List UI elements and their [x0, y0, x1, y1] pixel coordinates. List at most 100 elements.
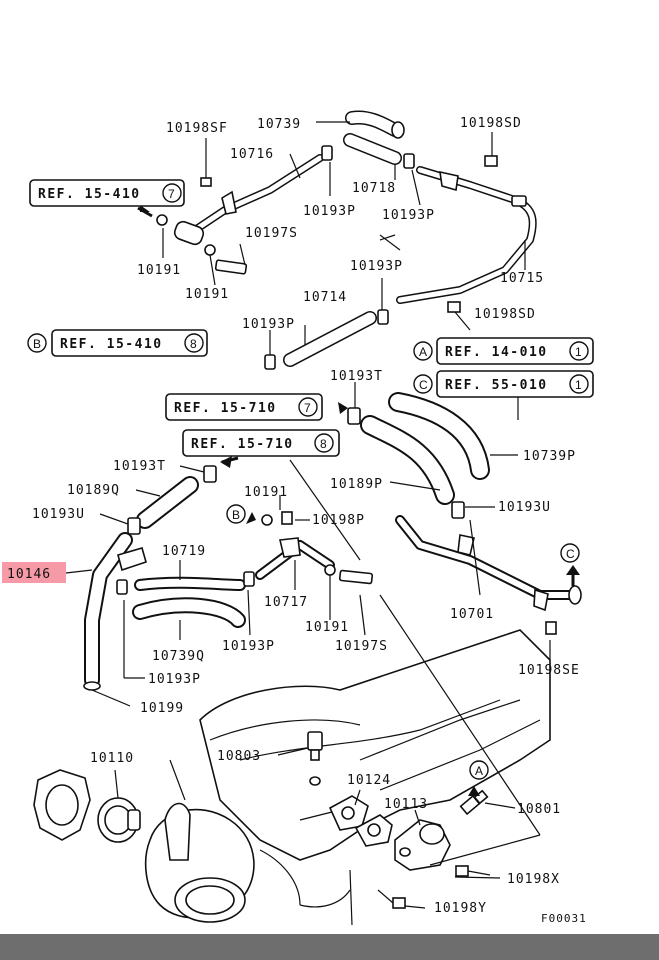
thermostat — [97, 797, 141, 843]
svg-text:A: A — [419, 345, 427, 359]
label-10803: 10803 — [217, 749, 261, 764]
svg-text:7: 7 — [304, 401, 311, 415]
label-10199: 10199 — [140, 701, 184, 716]
svg-text:1: 1 — [575, 345, 582, 359]
label-10198P: 10198P — [312, 513, 365, 528]
label-10801: 10801 — [517, 802, 561, 817]
pipe-10146 — [84, 532, 147, 688]
label-10197S-b: 10197S — [335, 639, 388, 654]
pipe-10716 — [173, 154, 324, 246]
figure-code: F00031 — [541, 912, 587, 925]
label-10189P: 10189P — [330, 477, 383, 492]
label-10191-c: 10191 — [244, 485, 288, 500]
label-10191-d: 10191 — [305, 620, 349, 635]
hose-10739Q — [132, 597, 246, 628]
temp-sensor — [307, 731, 323, 786]
label-10198SD: 10198SD — [474, 307, 536, 322]
label-10739P: 10739P — [523, 449, 576, 464]
bolt-10198P — [281, 511, 293, 525]
ref-box-15-410-8[interactable]: REF. 15-410 8 — [51, 329, 208, 357]
label-10193U-a: 10193U — [32, 507, 85, 522]
svg-text:7: 7 — [168, 187, 175, 201]
engine-block — [144, 629, 551, 926]
ref-box-15-710-8[interactable]: REF. 15-710 8 — [182, 429, 340, 457]
label-10189Q: 10189Q — [67, 483, 120, 498]
bolt-10198SE — [545, 621, 557, 635]
label-10718: 10718 — [352, 181, 396, 196]
svg-text:B: B — [33, 337, 41, 351]
svg-text:C: C — [566, 547, 575, 561]
svg-text:REF. 14-010: REF. 14-010 — [445, 345, 548, 360]
bolt-10197S — [338, 569, 374, 585]
marker-C-right: C — [560, 543, 580, 563]
arrow-icons — [137, 205, 580, 796]
gaskets — [328, 795, 393, 847]
label-10193P-b: 10193P — [382, 208, 435, 223]
label-10124: 10124 — [347, 773, 391, 788]
label-10197S-a: 10197S — [245, 226, 298, 241]
hose-10189Q — [136, 476, 199, 529]
svg-text:REF. 15-710: REF. 15-710 — [191, 437, 294, 452]
label-10714: 10714 — [303, 290, 347, 305]
label-10113: 10113 — [384, 797, 428, 812]
thermostat-housing — [33, 769, 91, 841]
hose-10714 — [283, 311, 377, 367]
label-10193P-e: 10193P — [222, 639, 275, 654]
highlighted-part-10146[interactable]: 10146 — [2, 562, 66, 583]
ref-box-15-710-7[interactable]: REF. 15-710 7 — [165, 393, 323, 421]
svg-text:C: C — [419, 378, 428, 392]
label-10739Q: 10739Q — [152, 649, 205, 664]
clamps — [83, 145, 465, 691]
hose-10739P — [360, 392, 490, 505]
label-10198SD-top: 10198SD — [460, 116, 522, 131]
svg-text:REF. 15-410: REF. 15-410 — [38, 187, 141, 202]
pipe-10701 — [395, 515, 582, 612]
svg-text:8: 8 — [320, 437, 327, 451]
parts-diagram: 10198SF 10739 10198SD 10716 10718 10193P… — [2, 110, 594, 926]
ref-box-55-010-1[interactable]: REF. 55-010 1 — [436, 370, 594, 398]
svg-text:1: 1 — [575, 378, 582, 392]
label-10110: 10110 — [90, 751, 134, 766]
label-10198X: 10198X — [507, 872, 560, 887]
label-10717: 10717 — [264, 595, 308, 610]
label-10198Y: 10198Y — [434, 901, 487, 916]
label-10191-a: 10191 — [137, 263, 181, 278]
label-10193U-b: 10193U — [498, 500, 551, 515]
label-10191-b: 10191 — [185, 287, 229, 302]
bolt-10198SF — [200, 138, 212, 187]
label-10193P-c: 10193P — [350, 259, 403, 274]
svg-text:8: 8 — [190, 337, 197, 351]
bolt-10198X — [455, 865, 491, 877]
label-10146: 10146 — [7, 567, 51, 582]
label-10715: 10715 — [500, 271, 544, 286]
label-10193T-b: 10193T — [113, 459, 166, 474]
label-10716: 10716 — [230, 147, 274, 162]
hose-10739 — [345, 110, 405, 139]
part-labels: 10198SF 10739 10198SD 10716 10718 10193P… — [2, 116, 580, 916]
ref-box-14-010-1[interactable]: REF. 14-010 1 — [436, 337, 594, 365]
svg-text:REF. 15-410: REF. 15-410 — [60, 337, 163, 352]
bolt-10198SD-top — [484, 132, 498, 167]
fitting-10717 — [255, 537, 335, 580]
ref-box-15-410-7[interactable]: REF. 15-410 7 — [29, 179, 185, 207]
label-10193P-f: 10193P — [148, 672, 201, 687]
label-10193P-d: 10193P — [242, 317, 295, 332]
pipe-10715 — [396, 166, 537, 304]
hose-10718 — [343, 133, 402, 165]
svg-text:REF. 15-710: REF. 15-710 — [174, 401, 277, 416]
label-10193P-a: 10193P — [303, 204, 356, 219]
marker-C-ref: C — [413, 374, 433, 394]
bolt-10198SD — [447, 301, 461, 313]
label-10198SF: 10198SF — [166, 121, 228, 136]
label-10198SE: 10198SE — [518, 663, 580, 678]
water-outlet-fitting — [394, 819, 451, 871]
leader-lines — [65, 121, 551, 909]
svg-text:B: B — [232, 508, 240, 522]
marker-A-ref: A — [413, 341, 433, 361]
bolt-10198Y — [377, 889, 406, 909]
bolt-10197S-top — [214, 259, 248, 275]
label-10739: 10739 — [257, 117, 301, 132]
svg-text:A: A — [475, 764, 483, 778]
marker-B-left: B — [27, 333, 47, 353]
hose-10719 — [134, 576, 246, 591]
